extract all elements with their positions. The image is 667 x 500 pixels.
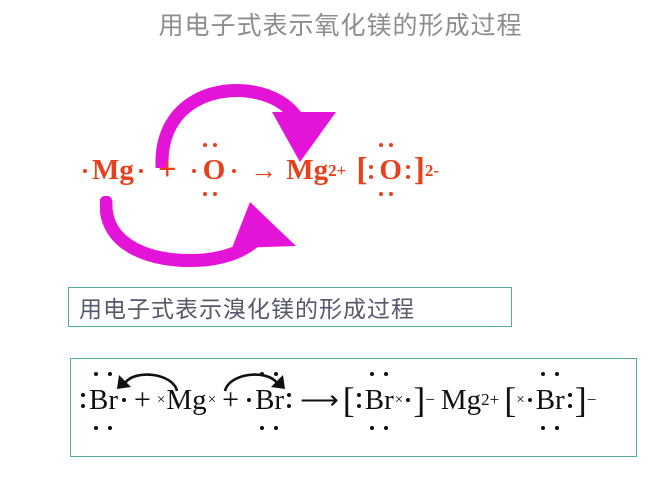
o-anion-electron-pair-right <box>405 158 412 184</box>
o-anion-dot-bottom-right <box>389 192 394 196</box>
o-electron-dot-top-left <box>202 143 207 147</box>
br-anion-right: Br <box>535 371 566 430</box>
br3-dot-top-left <box>369 371 374 376</box>
bracket-open-right: [ <box>504 380 517 420</box>
br2-dot-left <box>247 398 252 402</box>
br3-charge-label: − <box>425 390 435 409</box>
o-anion-dot-bottom-left <box>379 192 384 196</box>
br2-dot-top-right <box>274 371 279 376</box>
o-anion-electron-pair-left <box>369 158 375 184</box>
o-atom-product: O <box>377 143 404 196</box>
mg-symbol-product: Mg <box>286 154 329 186</box>
plus-sign-left: + <box>134 383 151 416</box>
bracket-close-right: ] <box>574 380 587 420</box>
electron-transfer-arrow-left <box>117 373 179 392</box>
br2-dot-bottom-left <box>260 425 265 430</box>
o-electron-dot-bottom-left <box>202 192 207 196</box>
o-symbol-product: O <box>379 154 402 186</box>
page-title: 用电子式表示氧化镁的形成过程 <box>158 12 523 40</box>
br4-dot-bottom-right <box>554 425 559 430</box>
electron-transfer-arrow-bottom <box>100 196 296 268</box>
br4-charge-label: − <box>586 390 597 409</box>
br3-electron-pair-left <box>356 387 362 413</box>
electron-transfer-arrow-right <box>223 373 285 392</box>
bracket-open-left: [ <box>342 380 355 420</box>
br3-transferred-electron-mark: × <box>394 391 404 408</box>
plus-sign: + <box>157 152 177 188</box>
br3-dot-bottom-right <box>383 425 388 430</box>
subheading-box: 用电子式表示溴化镁的形成过程 <box>68 287 512 327</box>
br1-dot-bottom-left <box>94 425 98 430</box>
mg-electron-mark-left: × <box>156 391 166 408</box>
o-symbol-reactant: O <box>202 154 226 186</box>
bracket-close: ] <box>413 152 425 188</box>
br-atom-reactant-right: Br <box>254 371 285 430</box>
bracket-open: [ <box>356 152 368 188</box>
br4-transferred-electron-mark: × <box>516 391 525 408</box>
br1-electron-pair-left <box>81 387 86 413</box>
mg-symbol-reactant: Mg <box>92 154 134 186</box>
br1-dot-right <box>122 398 126 402</box>
br-atom-reactant-left: Br <box>88 371 119 430</box>
br2-dot-bottom-right <box>274 425 279 430</box>
electron-transfer-arrow-top <box>155 84 336 168</box>
br2-dot-top-left <box>260 371 265 376</box>
subheading-text: 用电子式表示溴化镁的形成过程 <box>79 296 415 322</box>
o-anion-dot-top-left <box>379 143 384 147</box>
mg-charge-label: 2+ <box>481 390 500 409</box>
bracket-close-left: ] <box>413 380 426 420</box>
mg-charge-label: 2+ <box>328 160 347 180</box>
mg-symbol-product: Mg <box>440 383 482 416</box>
br1-dot-top-left <box>94 371 98 376</box>
br4-dot-top-right <box>554 371 559 376</box>
br4-electron-pair-right <box>567 387 573 413</box>
reaction-arrow: → <box>250 155 278 185</box>
br4-symbol: Br <box>535 383 565 416</box>
br1-dot-bottom-right <box>108 425 112 430</box>
o-atom-reactant: O <box>201 143 228 196</box>
br3-symbol: Br <box>364 383 394 416</box>
o-electron-dot-bottom-right <box>212 192 217 196</box>
plus-sign-right: + <box>222 383 240 416</box>
br-anion-left: Br <box>364 371 395 430</box>
br3-dot-bottom-left <box>369 425 374 430</box>
o-electron-dot-right <box>232 168 237 173</box>
br4-dot-left <box>527 398 532 402</box>
mg-symbol-reactant: Mg <box>166 383 207 416</box>
mg-electron-dot-right <box>138 168 143 173</box>
mg-electron-dot-left <box>83 168 87 173</box>
o-anion-charge-label: 2- <box>424 160 440 180</box>
br1-symbol: Br <box>89 383 118 416</box>
equation-magnesium-bromide-box: Br + × Mg × + Br ⟶ [ Br <box>70 358 637 457</box>
o-electron-dot-top-right <box>212 143 217 147</box>
br1-dot-top-right <box>108 371 112 376</box>
br2-symbol: Br <box>255 383 285 416</box>
o-electron-dot-left <box>191 168 196 173</box>
br3-dot-right <box>406 398 411 402</box>
br2-electron-pair-right <box>287 387 292 413</box>
o-anion-dot-top-right <box>389 143 394 147</box>
br4-dot-bottom-left <box>540 425 545 430</box>
reaction-arrow: ⟶ <box>300 384 339 415</box>
mg-electron-mark-right: × <box>207 391 217 408</box>
br4-dot-top-left <box>540 371 545 376</box>
equation-magnesium-bromide: Br + × Mg × + Br ⟶ [ Br <box>79 371 597 430</box>
br3-dot-top-right <box>383 371 388 376</box>
